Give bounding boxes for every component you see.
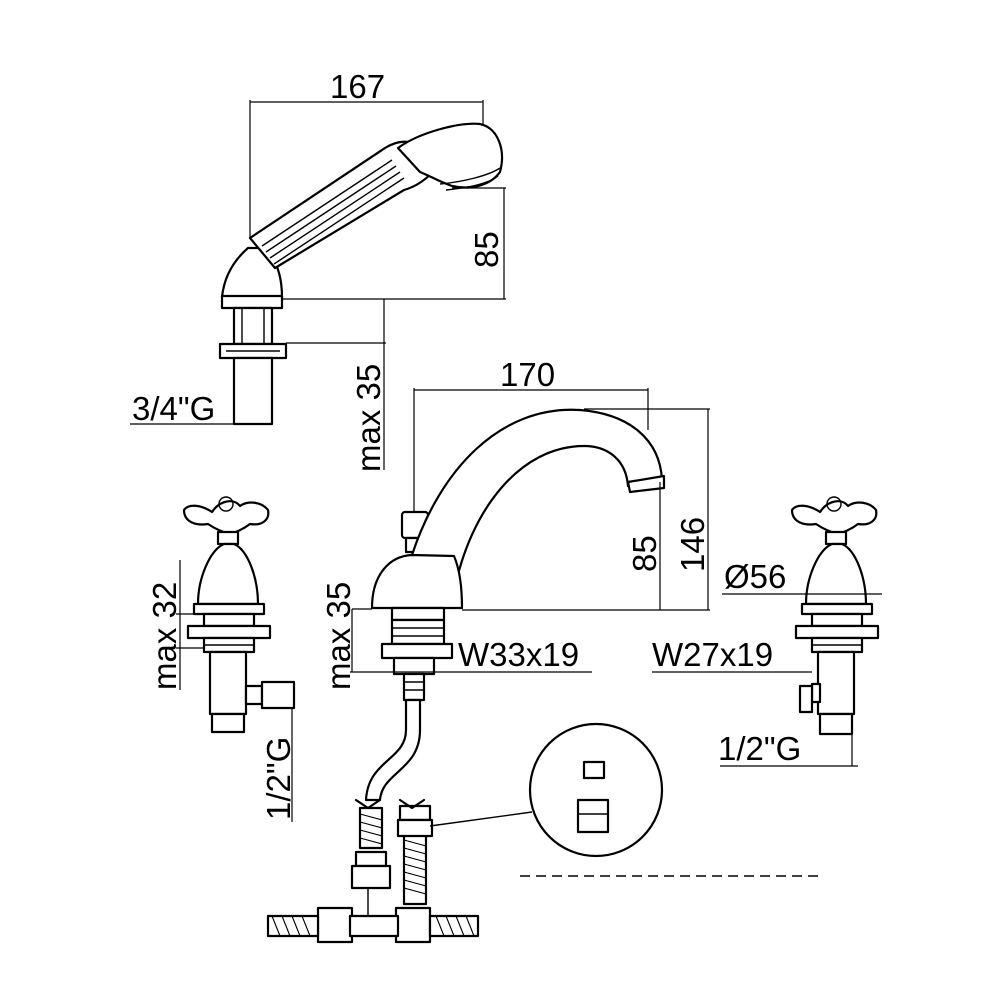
dim-85-handshower: 85 bbox=[468, 231, 505, 268]
dim-1-2g-left: 1/2"G bbox=[260, 737, 297, 820]
dim-max35-spout: max 35 bbox=[320, 582, 357, 690]
dim-170: 170 bbox=[500, 356, 555, 393]
spout-assembly bbox=[370, 408, 666, 702]
dim-3-4g: 3/4"G bbox=[132, 390, 215, 427]
dim-d56: Ø56 bbox=[724, 558, 786, 595]
dim-max35-handshower: max 35 bbox=[350, 364, 387, 472]
valve-right-dimensions bbox=[652, 593, 882, 767]
hand-shower-dimensions bbox=[130, 100, 506, 470]
spout-dimensions bbox=[350, 388, 710, 673]
connection-hoses bbox=[266, 698, 480, 944]
dim-1-2g-right: 1/2"G bbox=[718, 730, 801, 767]
detail-inset bbox=[429, 722, 820, 877]
dim-85-spout: 85 bbox=[626, 535, 663, 572]
dim-w33x19: W33x19 bbox=[458, 636, 579, 673]
dim-w27x19: W27x19 bbox=[652, 636, 773, 673]
hand-shower bbox=[218, 122, 504, 426]
dim-max32: max 32 bbox=[146, 582, 183, 690]
dim-167: 167 bbox=[330, 68, 385, 105]
valve-left bbox=[182, 496, 296, 734]
valve-right bbox=[790, 496, 880, 736]
valve-left-dimensions bbox=[176, 560, 293, 822]
dim-146: 146 bbox=[674, 517, 711, 572]
